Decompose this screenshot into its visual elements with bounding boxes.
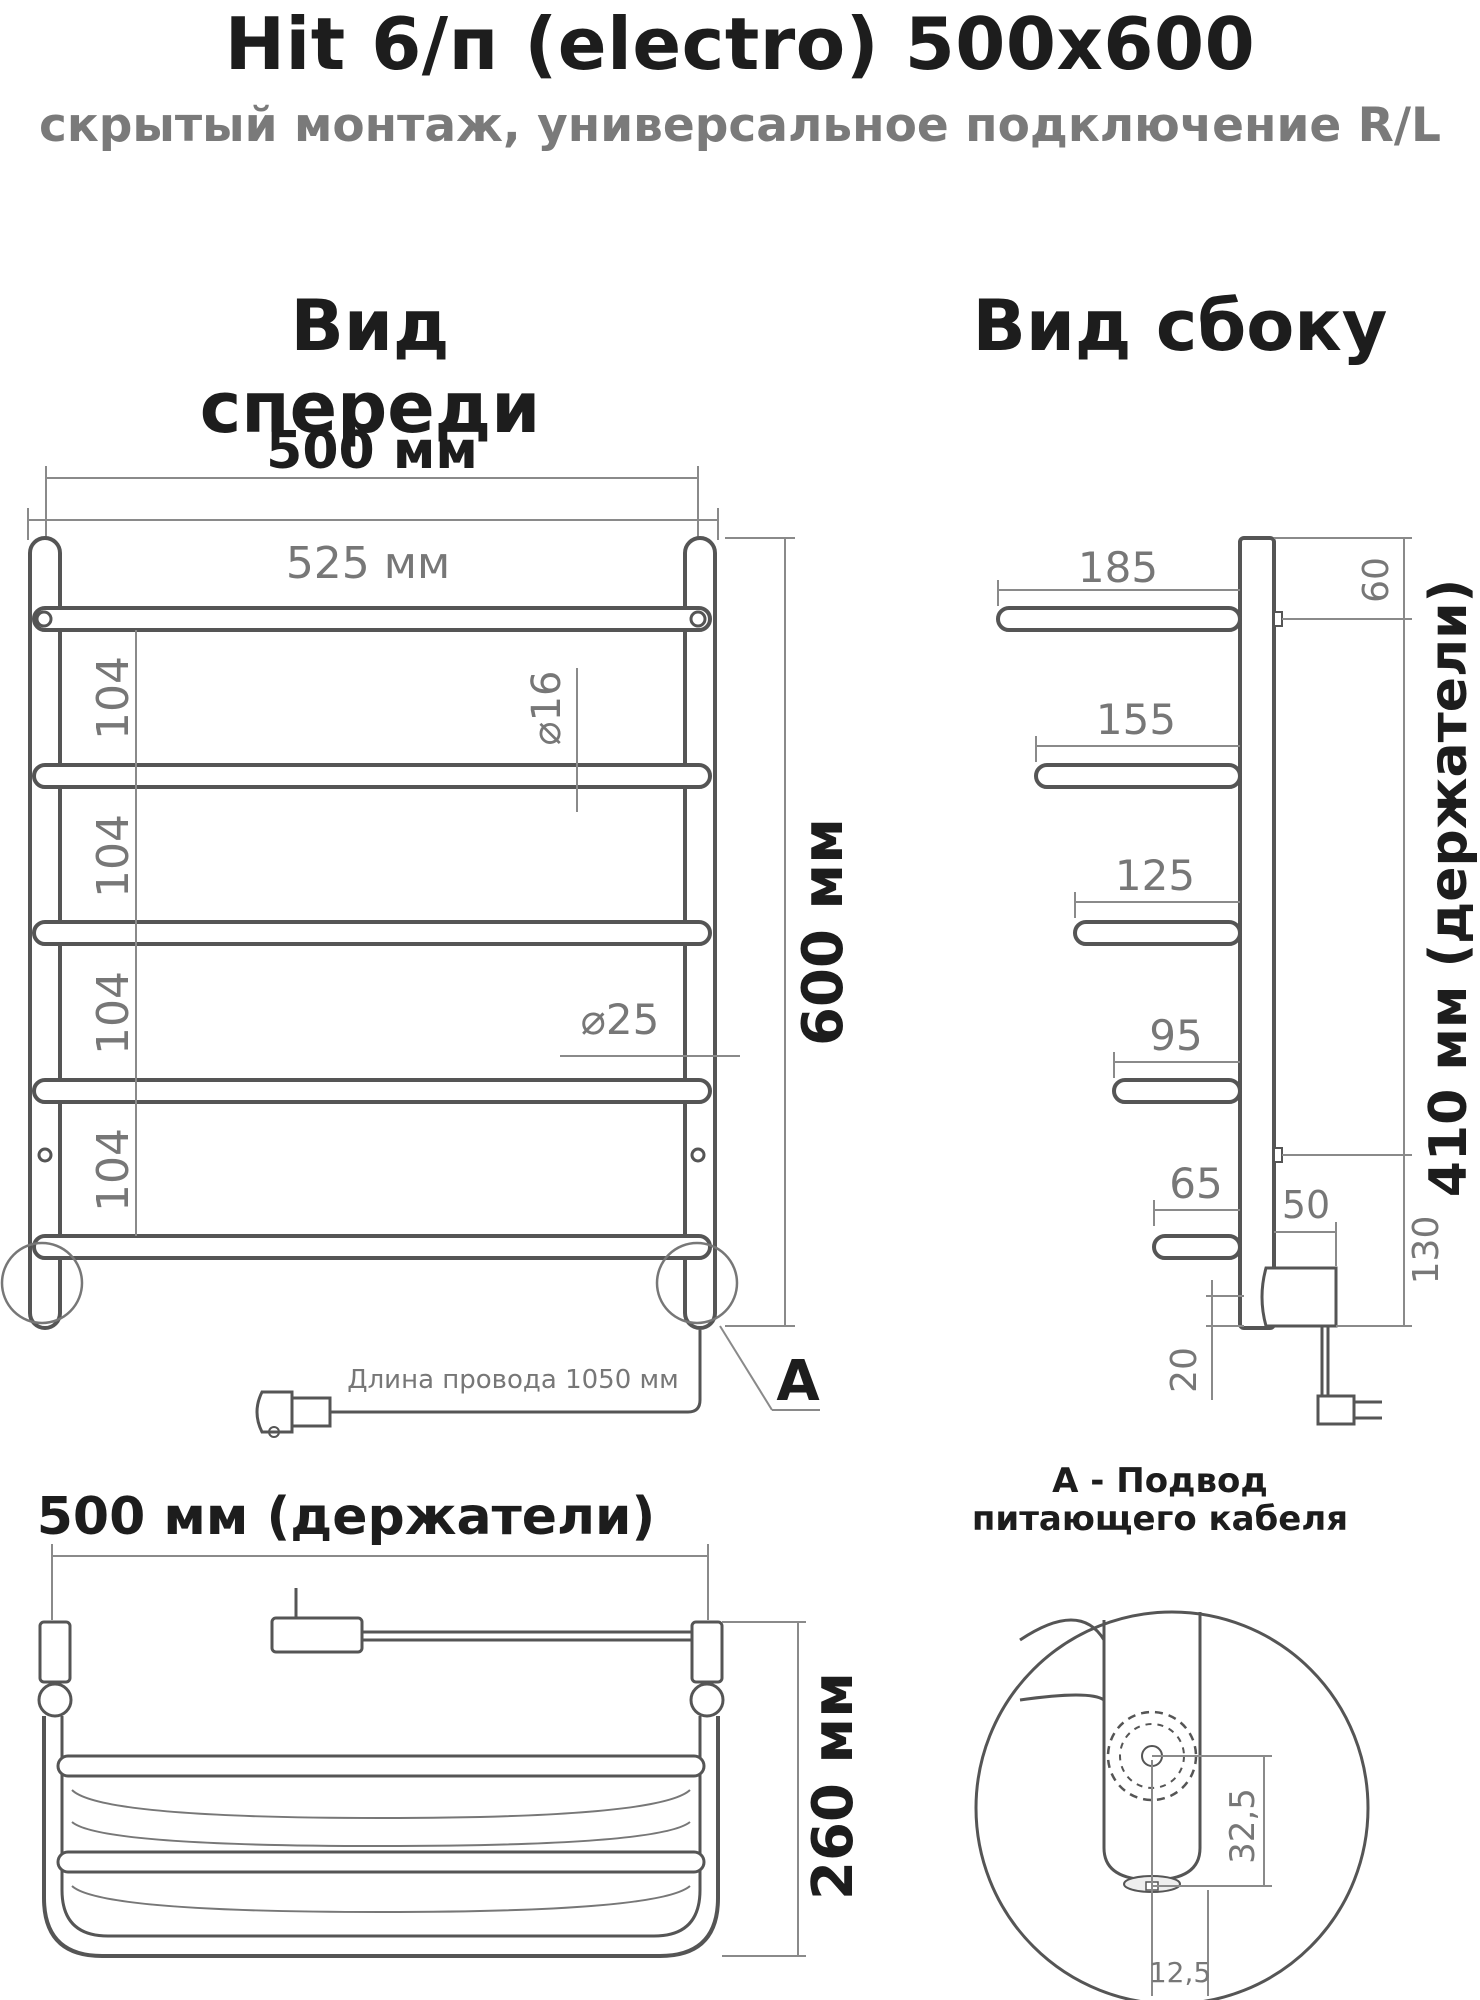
rung-2 — [32, 763, 712, 789]
page-title: Hit 6/п (electro) 500x600 — [224, 2, 1256, 86]
side-rung-1 — [996, 606, 1242, 632]
cable-length-label: Длина провода 1050 мм — [347, 1365, 679, 1395]
front-view-title: Вид спереди — [199, 285, 541, 449]
side-top-offset-label: 60 — [1356, 557, 1397, 603]
top-plug — [270, 1616, 364, 1654]
callout-vertical-dim-label: 32,5 — [1223, 1788, 1263, 1864]
riser-diameter-label: ⌀25 — [581, 995, 660, 1044]
front-height-label: 600 мм — [791, 818, 856, 1046]
side-depth-label-4: 95 — [1149, 1011, 1202, 1060]
callout-a-drawing: 32,5 12,5 — [974, 1610, 1370, 2000]
callout-a-title-line1: А - Подвод — [1052, 1461, 1268, 1501]
gap-label-2: 104 — [88, 814, 139, 898]
side-riser — [1238, 536, 1276, 1330]
top-depth-label: 260 мм — [801, 1672, 866, 1900]
side-base-offset-label: 20 — [1164, 1347, 1205, 1393]
side-depth-label-1: 185 — [1078, 543, 1158, 592]
side-view-title: Вид сбоку — [972, 285, 1388, 367]
side-view-drawing: 185 155 125 95 65 60 410 мм (держатели) … — [996, 536, 1479, 1426]
front-view-drawing: 500 мм 525 мм 104 104 104 104 ⌀16 — [0, 421, 856, 1438]
top-frame — [42, 1716, 720, 1958]
page-subtitle: скрытый монтаж, универсальное подключени… — [39, 98, 1441, 153]
front-width-total-label: 525 мм — [286, 538, 450, 589]
side-depth-label-5: 65 — [1169, 1159, 1222, 1208]
side-depth-label-3: 125 — [1115, 851, 1195, 900]
side-holders-distance-label: 410 мм (держатели) — [1419, 579, 1479, 1198]
side-rung-5 — [1152, 1234, 1242, 1260]
top-width-label: 500 мм (держатели) — [37, 1487, 656, 1547]
power-cable — [330, 1330, 702, 1414]
side-wall-offset-label: 50 — [1282, 1183, 1330, 1227]
rung-1 — [32, 606, 712, 632]
callout-letter-a: A — [776, 1349, 820, 1414]
side-depth-label-2: 155 — [1096, 695, 1176, 744]
rung-4 — [32, 1078, 712, 1104]
side-rung-4 — [1112, 1078, 1242, 1104]
callout-a-title-line2: питающего кабеля — [971, 1499, 1349, 1539]
rung-diameter-label: ⌀16 — [524, 671, 570, 746]
gap-label-1: 104 — [88, 656, 139, 740]
gap-label-4: 104 — [88, 1128, 139, 1212]
callout-a-title: А - Подвод питающего кабеля — [920, 1462, 1400, 1538]
side-rung-2 — [1034, 763, 1242, 789]
front-width-holders-label: 500 мм — [266, 421, 478, 481]
side-bottom-offset-label: 130 — [1406, 1216, 1447, 1285]
side-rung-3 — [1073, 920, 1242, 946]
rung-5 — [32, 1234, 712, 1260]
callout-horizontal-dim-label: 12,5 — [1149, 1956, 1211, 1989]
top-view-drawing: 500 мм (держатели) 260 мм — [37, 1487, 866, 1958]
gap-label-3: 104 — [88, 971, 139, 1055]
callout-a-circle — [974, 1610, 1370, 2000]
rung-3 — [32, 920, 712, 946]
